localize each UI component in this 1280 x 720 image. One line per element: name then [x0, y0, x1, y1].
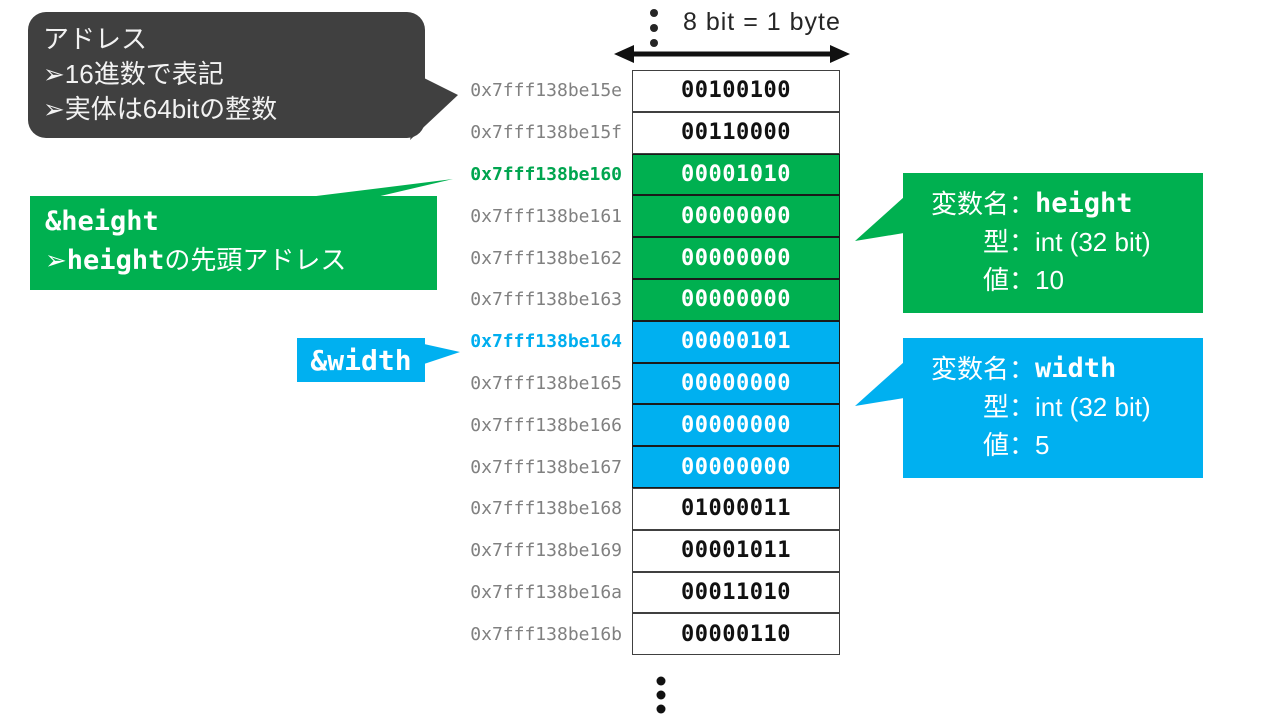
memory-row: 0x7fff138be162 00000000 — [455, 237, 840, 279]
callout-bullet: ➢16進数で表記 — [43, 59, 224, 89]
memory-address: 0x7fff138be16b — [470, 623, 622, 645]
memory-row: 0x7fff138be160 00001010 — [455, 153, 840, 196]
memory-address: 0x7fff138be164 — [470, 331, 622, 353]
memory-cell: 00000000 — [632, 195, 840, 238]
memory-address: 0x7fff138be162 — [470, 247, 622, 269]
var-type-value: int (32 bit) — [1035, 392, 1151, 422]
memory-cell-value: 00110000 — [681, 120, 791, 146]
bottom-ellipsis-icon — [656, 676, 666, 714]
memory-address: 0x7fff138be169 — [470, 540, 622, 562]
memory-cell-value: 00000000 — [681, 245, 791, 271]
memory-cell-value: 01000011 — [681, 496, 791, 522]
callout-bullet: ➢heightの先頭アドレス — [45, 241, 437, 280]
memory-cell: 00000000 — [632, 237, 840, 279]
top-ellipsis-icon — [650, 9, 658, 47]
byte-width-label: 8 bit = 1 byte — [683, 8, 841, 36]
memory-cell: 00000000 — [632, 404, 840, 447]
memory-row: 0x7fff138be16b 00000110 — [455, 613, 840, 656]
memory-row: 0x7fff138be164 00000101 — [455, 320, 840, 363]
memory-row: 0x7fff138be169 00001011 — [455, 529, 840, 572]
memory-row: 0x7fff138be15e 00100100 — [455, 70, 840, 112]
memory-cell: 00011010 — [632, 571, 840, 614]
memory-cell: 00001010 — [632, 153, 840, 196]
memory-address: 0x7fff138be166 — [470, 414, 622, 436]
var-name-value: height — [1035, 188, 1133, 219]
memory-address: 0x7fff138be165 — [470, 372, 622, 394]
var-height-tail-icon — [855, 197, 904, 241]
memory-address: 0x7fff138be167 — [470, 456, 622, 478]
memory-address: 0x7fff138be16a — [470, 581, 622, 603]
var-val-value: 10 — [1035, 265, 1064, 295]
memory-table: 0x7fff138be15e 00100100 0x7fff138be15f 0… — [455, 70, 840, 656]
callout-title: アドレス — [43, 24, 148, 54]
memory-address: 0x7fff138be168 — [470, 498, 622, 520]
memory-row: 0x7fff138be16a 00011010 — [455, 571, 840, 614]
memory-cell: 01000011 — [632, 487, 840, 530]
memory-row: 0x7fff138be167 00000000 — [455, 446, 840, 488]
memory-row: 0x7fff138be165 00000000 — [455, 362, 840, 405]
address-note-callout: アドレス ➢16進数で表記 ➢実体は64bitの整数 — [28, 12, 425, 138]
memory-cell: 00000000 — [632, 362, 840, 405]
width-pointer-callout: &width — [297, 338, 425, 382]
bullet-var-name: height — [66, 245, 165, 276]
byte-width-arrow-icon — [614, 45, 850, 63]
memory-cell-value: 00000000 — [681, 287, 791, 313]
bullet-text: の先頭アドレス — [164, 245, 347, 275]
callout-bullet: ➢実体は64bitの整数 — [43, 94, 278, 124]
bullet-arrow-icon: ➢ — [45, 245, 67, 275]
var-name-value: width — [1035, 353, 1117, 384]
memory-cell: 00100100 — [632, 70, 840, 112]
var-name-label: 変数名： — [930, 189, 1035, 219]
callout-title: &height — [45, 206, 159, 237]
memory-cell-value: 00001011 — [681, 538, 791, 564]
var-type-label: 型： — [982, 392, 1035, 422]
var-height-callout: 変数名： height 型： int (32 bit) 値： 10 — [903, 173, 1203, 313]
memory-cell-value: 00001010 — [681, 161, 791, 187]
memory-cell-value: 00000000 — [681, 203, 791, 229]
height-pointer-callout: &height ➢heightの先頭アドレス — [30, 196, 437, 290]
var-val-value: 5 — [1035, 430, 1050, 460]
memory-cell: 00000000 — [632, 446, 840, 488]
memory-cell-value: 00000000 — [681, 454, 791, 480]
memory-cell: 00000000 — [632, 278, 840, 321]
memory-cell: 00000101 — [632, 320, 840, 363]
var-val-label: 値： — [982, 430, 1035, 460]
memory-cell-value: 00000000 — [681, 370, 791, 396]
var-width-tail-icon — [855, 362, 904, 406]
memory-cell-value: 00000101 — [681, 329, 791, 355]
memory-row: 0x7fff138be161 00000000 — [455, 195, 840, 238]
memory-address: 0x7fff138be160 — [470, 163, 622, 185]
memory-cell: 00001011 — [632, 529, 840, 572]
memory-cell-value: 00000000 — [681, 412, 791, 438]
var-type-label: 型： — [982, 227, 1035, 257]
memory-row: 0x7fff138be163 00000000 — [455, 278, 840, 321]
var-val-label: 値： — [982, 265, 1035, 295]
memory-address: 0x7fff138be161 — [470, 205, 622, 227]
var-width-callout: 変数名： width 型： int (32 bit) 値： 5 — [903, 338, 1203, 478]
memory-address: 0x7fff138be15e — [470, 80, 622, 102]
memory-address: 0x7fff138be163 — [470, 289, 622, 311]
memory-row: 0x7fff138be166 00000000 — [455, 404, 840, 447]
memory-cell-value: 00011010 — [681, 579, 791, 605]
memory-cell-value: 00000110 — [681, 621, 791, 647]
memory-address: 0x7fff138be15f — [470, 122, 622, 144]
memory-cell: 00110000 — [632, 111, 840, 154]
memory-cell-value: 00100100 — [681, 78, 791, 104]
var-name-label: 変数名： — [930, 354, 1035, 384]
var-type-value: int (32 bit) — [1035, 227, 1151, 257]
callout-title: &width — [310, 343, 412, 377]
memory-cell: 00000110 — [632, 613, 840, 656]
memory-row: 0x7fff138be15f 00110000 — [455, 111, 840, 154]
memory-row: 0x7fff138be168 01000011 — [455, 487, 840, 530]
